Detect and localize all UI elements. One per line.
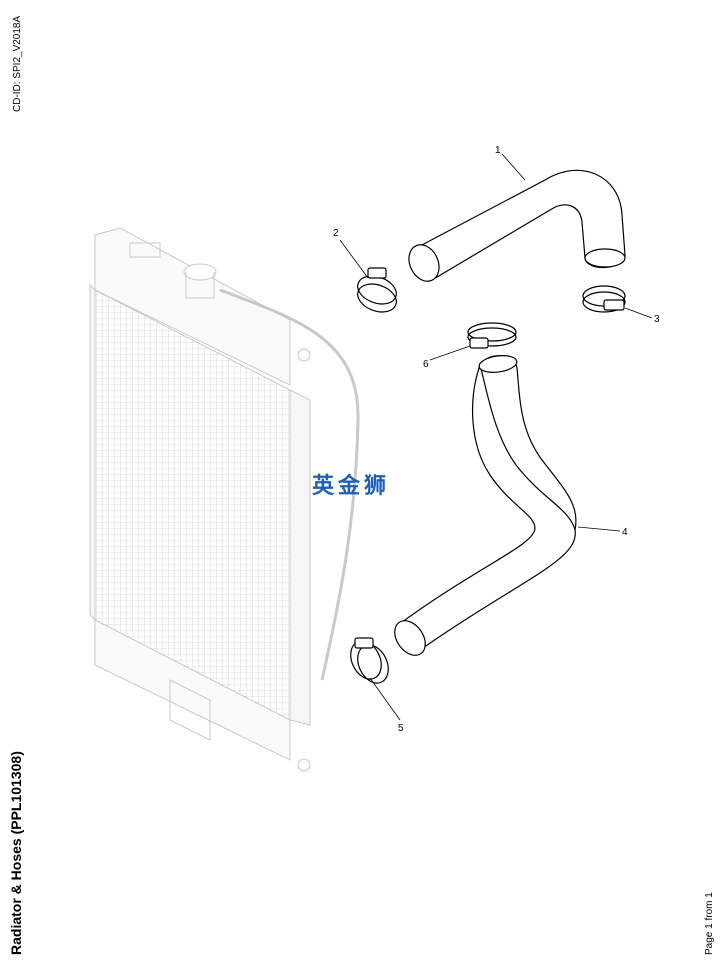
callout-5: 5 [398, 723, 404, 734]
hose-clamp-2 [357, 267, 397, 313]
hose-clamp-3 [582, 285, 626, 313]
radiator-outline [89, 227, 360, 772]
lower-hose [394, 355, 577, 656]
hose-clamp-5 [350, 637, 389, 684]
callout-4: 4 [622, 527, 628, 538]
callout-6: 6 [423, 359, 429, 370]
callout-3: 3 [654, 314, 660, 325]
callout-1: 1 [495, 145, 501, 156]
upper-hose [408, 169, 626, 282]
hose-clamp-6 [467, 322, 517, 349]
callout-2: 2 [333, 228, 339, 239]
watermark: 英金狮 [312, 474, 391, 499]
leader-lines [339, 153, 653, 721]
